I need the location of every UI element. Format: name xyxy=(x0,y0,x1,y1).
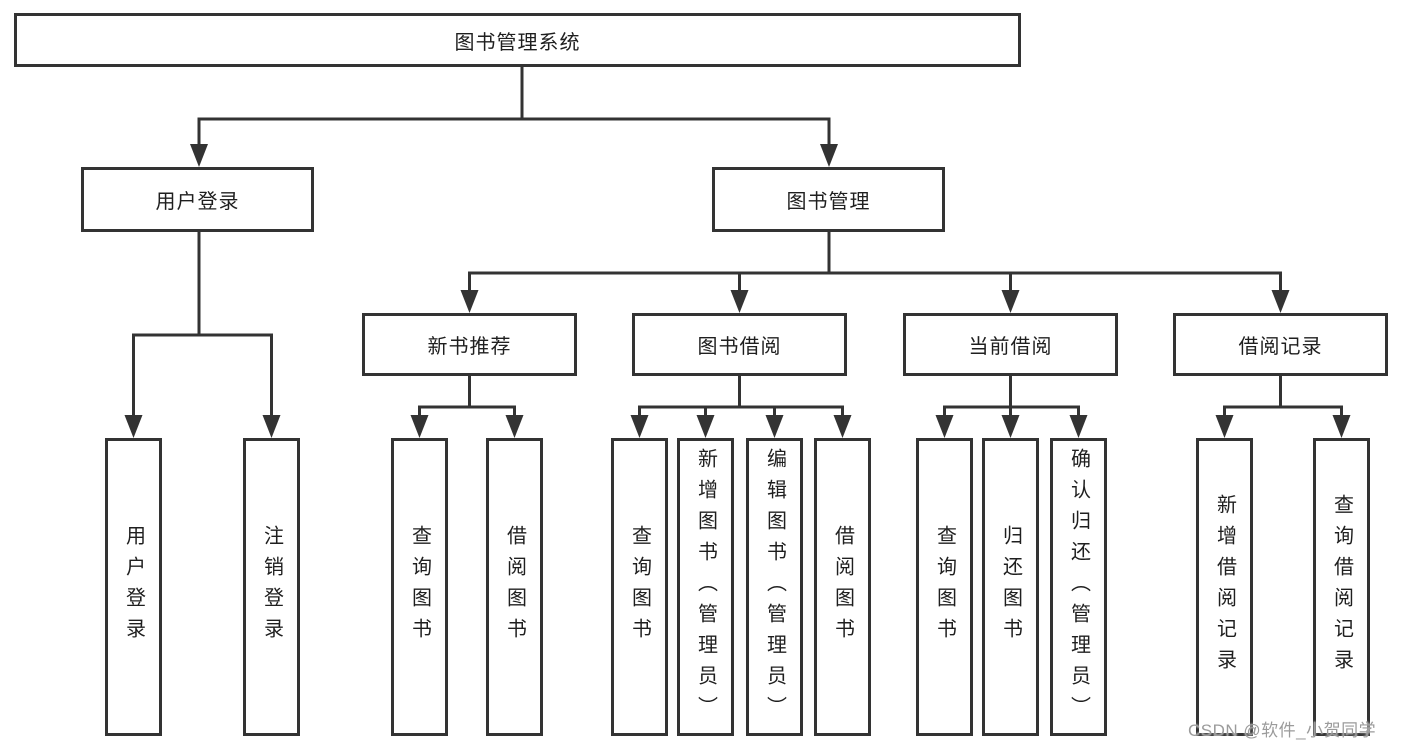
node-current-borrowing: 当前借阅 xyxy=(903,313,1118,376)
node-leaf-add-books-admin: 新增图书（管理员） xyxy=(677,438,734,736)
watermark: CSDN @软件_小贺同学 xyxy=(1188,721,1377,740)
node-leaf-user-login: 用户登录 xyxy=(105,438,162,736)
node-leaf-query-books: 查询图书 xyxy=(611,438,668,736)
node-leaf-add-borrow-record: 新增借阅记录 xyxy=(1196,438,1253,736)
node-leaf-query-borrow-record: 查询借阅记录 xyxy=(1313,438,1370,736)
node-leaf-query-books: 查询图书 xyxy=(391,438,448,736)
node-book-borrowing: 图书借阅 xyxy=(632,313,847,376)
node-borrowing-records: 借阅记录 xyxy=(1173,313,1388,376)
node-leaf-borrow-books: 借阅图书 xyxy=(814,438,871,736)
node-leaf-borrow-books: 借阅图书 xyxy=(486,438,543,736)
node-book-management-branch: 图书管理 xyxy=(712,167,945,232)
node-leaf-confirm-return-admin: 确认归还（管理员） xyxy=(1050,438,1107,736)
node-leaf-query-books: 查询图书 xyxy=(916,438,973,736)
node-leaf-edit-books-admin: 编辑图书（管理员） xyxy=(746,438,803,736)
node-leaf-return-books: 归还图书 xyxy=(982,438,1039,736)
node-library-management-system: 图书管理系统 xyxy=(14,13,1021,67)
node-leaf-logout: 注销登录 xyxy=(243,438,300,736)
node-user-login-branch: 用户登录 xyxy=(81,167,314,232)
node-new-book-recommendation: 新书推荐 xyxy=(362,313,577,376)
